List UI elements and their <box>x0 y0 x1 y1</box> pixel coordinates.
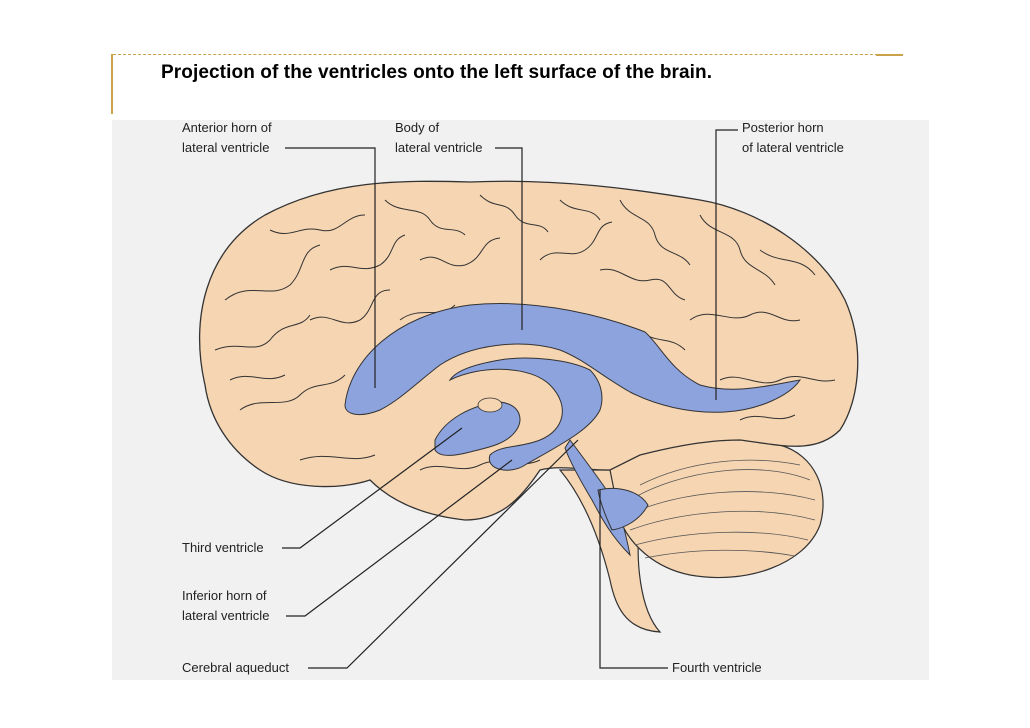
title-accent-bar <box>111 54 113 114</box>
leader-cerebral-aqueduct <box>308 439 579 669</box>
label-posterior-horn-line2: of lateral ventricle <box>742 140 844 155</box>
label-fourth-ventricle: Fourth ventricle <box>672 660 762 675</box>
label-anterior-horn-line1: Anterior horn of <box>182 120 272 135</box>
leader-anterior-horn <box>285 147 376 388</box>
label-cerebral-aqueduct: Cerebral aqueduct <box>182 660 289 675</box>
label-body-line1: Body of <box>395 120 439 135</box>
label-inferior-horn-line1: Inferior horn of <box>182 588 267 603</box>
lateral-ventricle <box>344 303 802 416</box>
leader-body <box>495 147 523 330</box>
leader-fourth-ventricle <box>599 490 668 669</box>
label-inferior-horn-line2: lateral ventricle <box>182 608 269 623</box>
fourth-ventricle-body <box>597 487 649 531</box>
third-ventricle-shape <box>434 401 521 456</box>
label-posterior-horn-line1: Posterior horn <box>742 120 824 135</box>
title-rule <box>113 54 903 55</box>
leader-posterior-horn <box>715 129 738 400</box>
title-rule-accent <box>876 54 903 56</box>
cerebellum-folia <box>627 459 816 559</box>
label-third-ventricle: Third ventricle <box>182 540 264 555</box>
leader-third-ventricle <box>282 427 463 549</box>
leader-inferior-horn <box>286 459 513 617</box>
cerebrum <box>199 180 859 521</box>
leader-lines <box>282 129 738 669</box>
slide-title: Projection of the ventricles onto the le… <box>161 62 713 83</box>
inferior-horn <box>448 357 603 471</box>
interthalamic-adhesion <box>477 397 503 413</box>
label-body-line2: lateral ventricle <box>395 140 482 155</box>
label-anterior-horn-line2: lateral ventricle <box>182 140 269 155</box>
